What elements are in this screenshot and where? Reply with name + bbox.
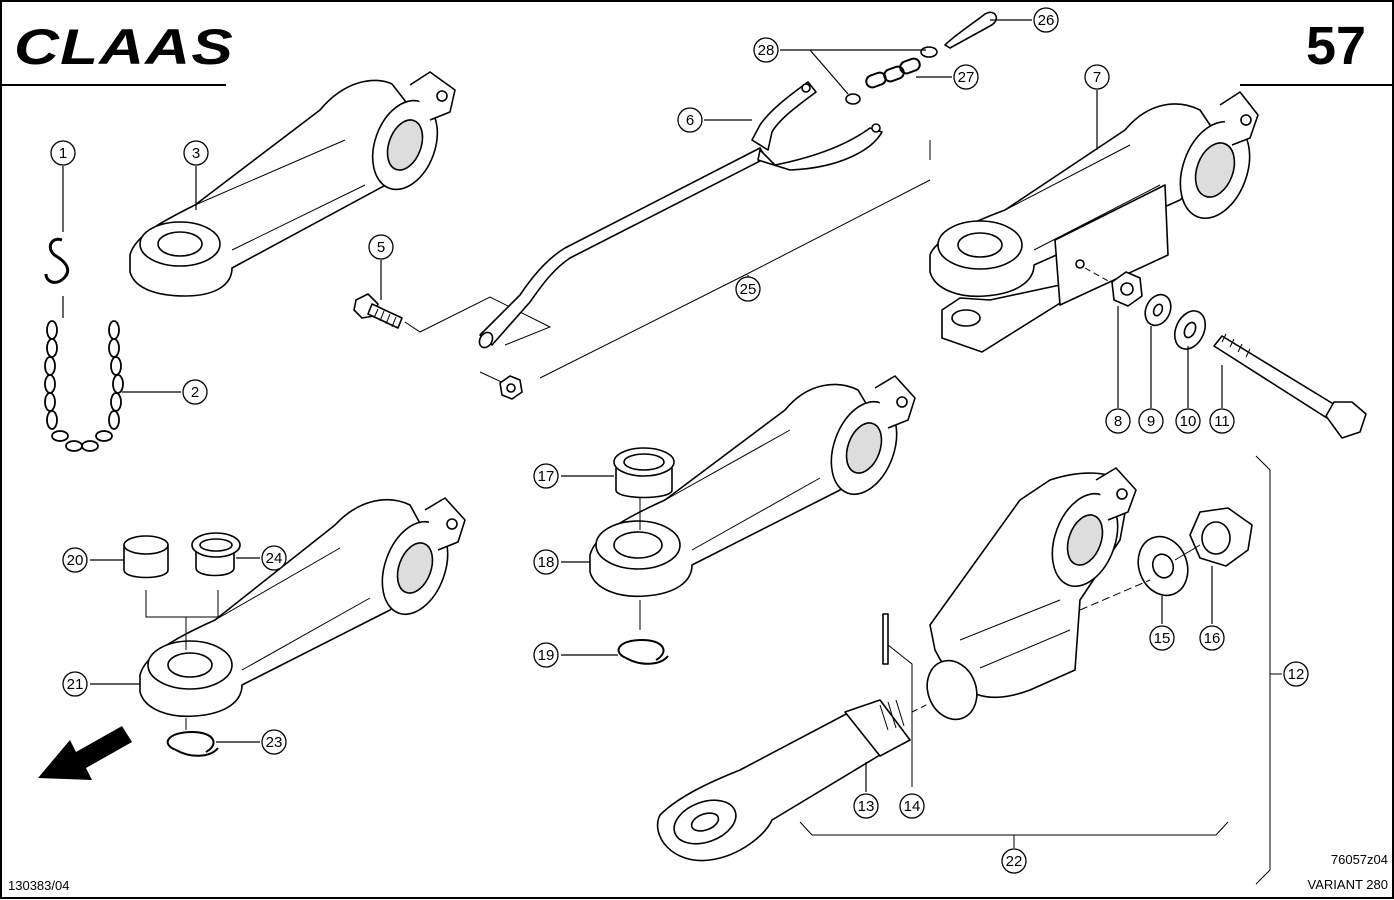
callout-7: 7 xyxy=(1084,64,1110,90)
svg-text:20: 20 xyxy=(67,552,84,569)
part-lower-link-arm-3 xyxy=(129,71,456,297)
svg-text:9: 9 xyxy=(1147,413,1155,430)
part-chain xyxy=(44,320,124,452)
page-number: 57 xyxy=(1306,16,1366,76)
svg-text:6: 6 xyxy=(686,112,694,129)
part-lower-link-arm-18 xyxy=(589,375,916,598)
callout-6: 6 xyxy=(677,107,703,133)
callout-20: 20 xyxy=(62,547,88,573)
svg-text:16: 16 xyxy=(1204,630,1221,647)
callout-14: 14 xyxy=(899,793,925,819)
callout-19: 19 xyxy=(533,642,559,668)
part-bolt-11 xyxy=(1213,333,1367,439)
footer-code-left: 130383/04 xyxy=(8,878,69,893)
svg-text:5: 5 xyxy=(377,239,385,256)
callout-2: 2 xyxy=(182,379,208,405)
drawing-code: 76057z04 xyxy=(1331,852,1388,867)
part-chain-links-27 xyxy=(865,57,921,89)
callout-9: 9 xyxy=(1138,408,1164,434)
part-nut-rod xyxy=(499,375,523,400)
callout-16: 16 xyxy=(1199,625,1225,651)
part-nut-16 xyxy=(1189,507,1253,567)
svg-text:21: 21 xyxy=(67,676,84,693)
callout-leaders xyxy=(62,19,1223,792)
svg-text:7: 7 xyxy=(1093,69,1101,86)
svg-text:25: 25 xyxy=(740,281,757,298)
svg-text:13: 13 xyxy=(858,798,875,815)
svg-text:CLAAS: CLAAS xyxy=(14,19,234,75)
svg-text:1: 1 xyxy=(59,145,67,162)
callout-17: 17 xyxy=(533,463,559,489)
svg-text:12: 12 xyxy=(1288,666,1305,683)
svg-text:22: 22 xyxy=(1006,853,1023,870)
part-pin-14 xyxy=(882,613,889,665)
part-nut-8 xyxy=(1111,271,1143,307)
part-washer-10 xyxy=(1173,310,1207,350)
callout-25: 25 xyxy=(735,276,761,302)
part-lower-link-arm-7 xyxy=(929,91,1259,353)
svg-text:18: 18 xyxy=(538,554,555,571)
svg-text:23: 23 xyxy=(266,734,283,751)
svg-text:10: 10 xyxy=(1180,413,1197,430)
svg-text:3: 3 xyxy=(192,145,200,162)
svg-text:26: 26 xyxy=(1038,12,1055,29)
brand-logo: CLAAS xyxy=(14,19,234,75)
part-threaded-rod-13 xyxy=(656,699,911,862)
part-lower-link-arm-21 xyxy=(139,497,466,718)
svg-text:28: 28 xyxy=(758,42,775,59)
callout-18: 18 xyxy=(533,549,559,575)
model-name: VARIANT 280 xyxy=(1308,877,1388,892)
part-bushing-24 xyxy=(191,532,241,577)
svg-text:8: 8 xyxy=(1114,413,1122,430)
callout-21: 21 xyxy=(62,671,88,697)
part-bushing-20 xyxy=(123,535,169,579)
part-pin-26 xyxy=(944,11,998,49)
callout-10: 10 xyxy=(1175,408,1201,434)
part-bushing-17 xyxy=(613,447,675,499)
svg-text:27: 27 xyxy=(958,69,975,86)
callout-3: 3 xyxy=(183,140,209,166)
svg-text:11: 11 xyxy=(1214,413,1230,430)
svg-text:2: 2 xyxy=(191,384,199,401)
part-rings-28 xyxy=(845,46,938,105)
callout-26: 26 xyxy=(1033,7,1059,33)
callout-8: 8 xyxy=(1105,408,1131,434)
part-s-hook xyxy=(44,237,70,284)
part-rod-with-bracket-6 xyxy=(478,81,883,349)
part-washer-15 xyxy=(1137,535,1189,597)
callout-15: 15 xyxy=(1149,625,1175,651)
part-top-link-housing xyxy=(926,467,1137,721)
svg-text:19: 19 xyxy=(538,647,555,664)
callout-13: 13 xyxy=(853,793,879,819)
svg-text:17: 17 xyxy=(538,468,555,485)
svg-text:24: 24 xyxy=(266,550,283,567)
svg-text:15: 15 xyxy=(1154,630,1171,647)
part-washer-9 xyxy=(1144,293,1172,327)
part-circlip-23 xyxy=(166,730,219,757)
callout-27: 27 xyxy=(953,64,979,90)
direction-arrow-icon xyxy=(38,726,132,780)
callout-1: 1 xyxy=(50,140,76,166)
part-circlip-19 xyxy=(617,639,669,665)
callout-24: 24 xyxy=(261,545,287,571)
callout-28: 28 xyxy=(753,37,779,63)
callout-12: 12 xyxy=(1283,661,1309,687)
svg-text:14: 14 xyxy=(904,798,921,815)
callout-22: 22 xyxy=(1001,848,1027,874)
callout-11: 11 xyxy=(1209,408,1235,434)
callout-5: 5 xyxy=(368,234,394,260)
callout-23: 23 xyxy=(261,729,287,755)
part-bolt-5 xyxy=(353,293,403,329)
